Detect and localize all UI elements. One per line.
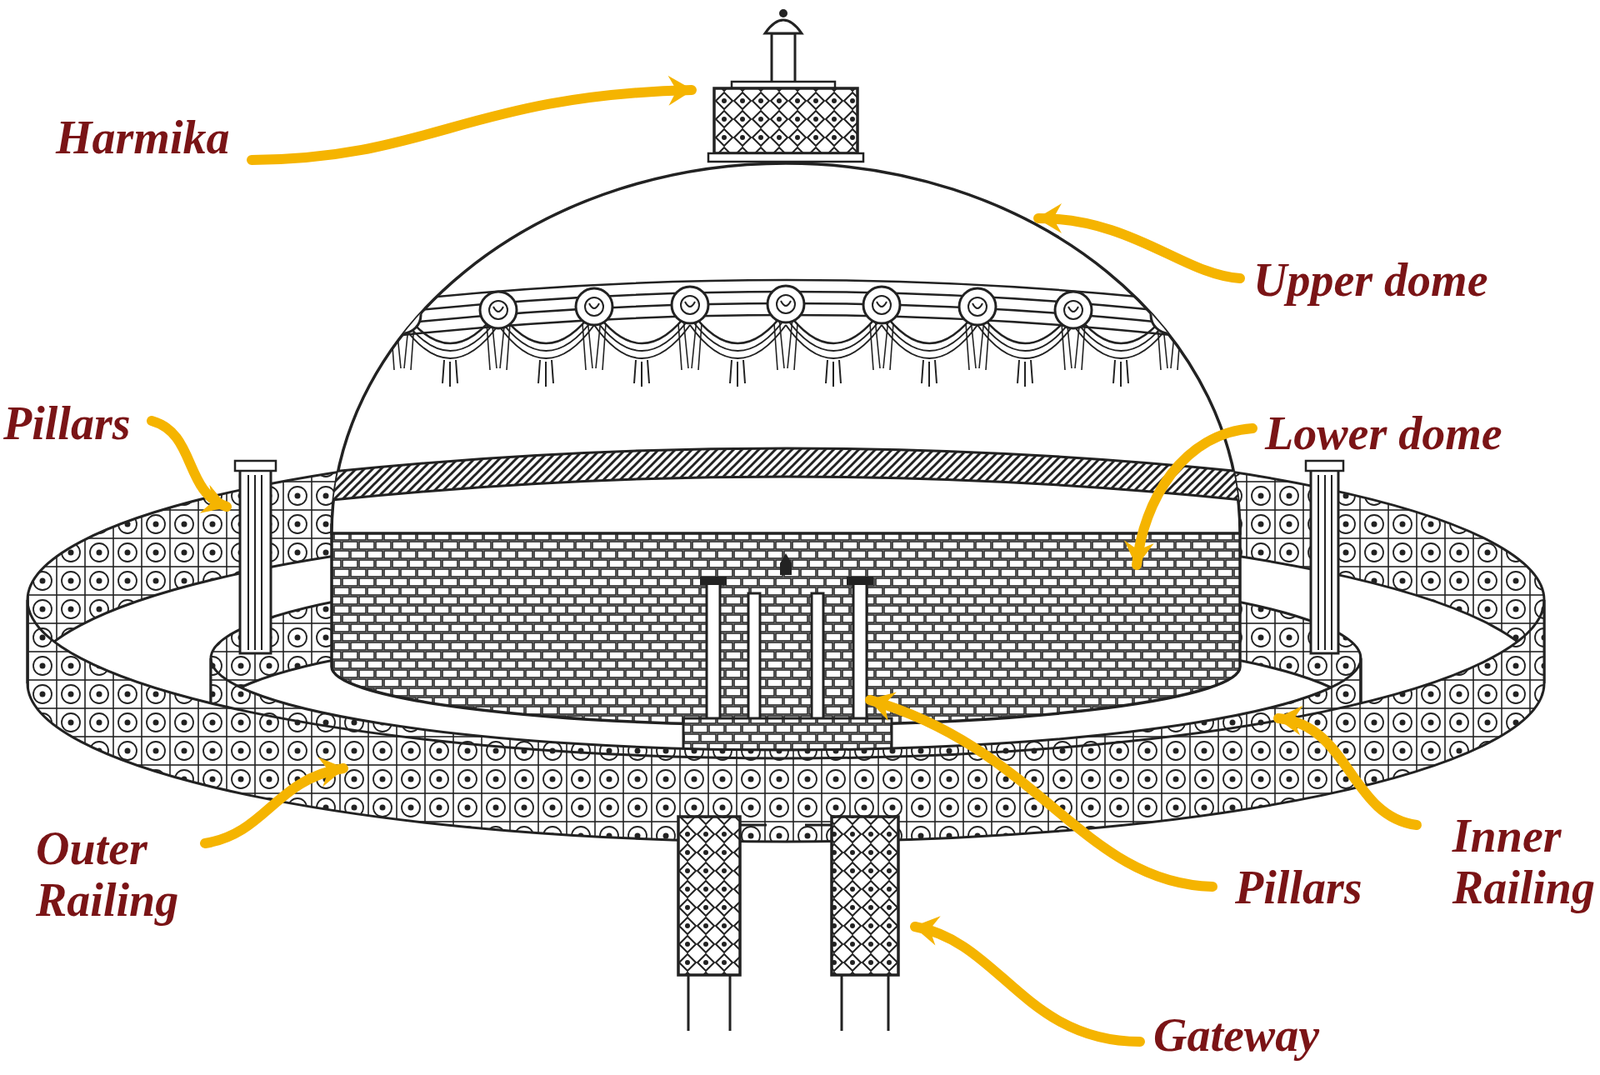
harmika [708,9,864,162]
gateway [678,816,899,1031]
part-label: Inner Railing [1452,810,1595,914]
leader-arrows [151,90,1417,1042]
part-label: Harmika [55,112,230,165]
part-label: Outer Railing [35,823,179,926]
part-label: Pillars [3,398,130,450]
outer-railing-front [27,600,1545,842]
upper-dome [306,163,1265,534]
part-label: Lower dome [1265,408,1503,460]
front-pillars [683,553,892,750]
part-label: Upper dome [1253,255,1489,307]
part-label: Pillars [1235,862,1362,915]
lower-dome-drum [331,525,1240,725]
part-label: Gateway [1153,1010,1320,1062]
